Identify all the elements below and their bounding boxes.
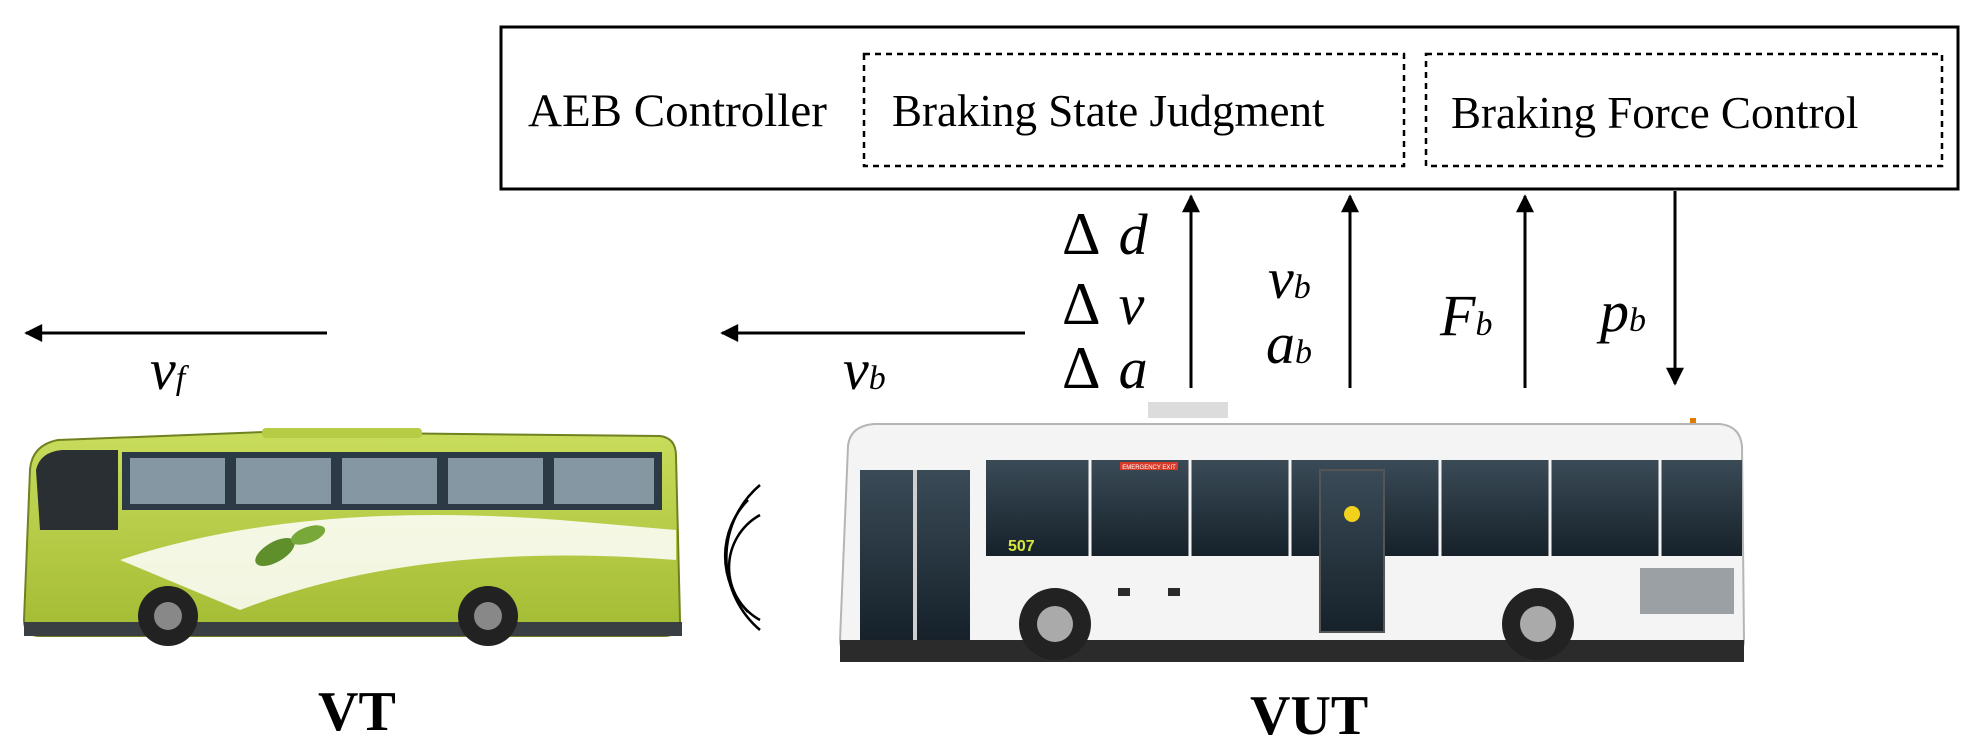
braking-state-judgment-box (862, 52, 1406, 168)
braking-force-control-box (1424, 52, 1944, 168)
pressure-var: p (1600, 279, 1629, 344)
target-bus-icon (22, 428, 682, 646)
ego-vehicle-label: VUT (1250, 685, 1369, 747)
force-sub: b (1475, 306, 1493, 343)
braking-force-label: Fb (1440, 282, 1492, 349)
braking-state-judgment-label: Braking State Judgment (892, 86, 1325, 136)
ego-velocity-motion-var: v (843, 337, 869, 402)
target-velocity-var: v (150, 337, 176, 402)
brake-pressure-label: pb (1600, 278, 1646, 345)
ego-velocity-input-label: vb (1268, 245, 1311, 312)
ego-bus-number: 507 (1008, 538, 1035, 555)
target-vehicle-label: VT (318, 681, 396, 743)
ego-bus-sign: EMERGENCY EXIT (1122, 465, 1176, 471)
delta-symbol: Δ (1062, 335, 1101, 401)
ego-bus-icon: EMERGENCY EXIT 507 (838, 402, 1746, 662)
delta-symbol: Δ (1062, 201, 1101, 267)
ego-accel-sub: b (1295, 334, 1312, 371)
ego-accel-var: a (1266, 311, 1295, 376)
pressure-sub: b (1629, 302, 1646, 339)
delta-d-var: d (1118, 202, 1148, 267)
aeb-controller-box (499, 25, 1960, 191)
target-velocity-label: vf (150, 336, 185, 403)
ego-velocity-motion-sub: b (868, 360, 886, 397)
delta-v-var: v (1118, 272, 1145, 337)
force-var: F (1440, 283, 1476, 348)
radar-signal-icon (723, 484, 761, 631)
ego-velocity-label: vb (843, 336, 886, 403)
aeb-controller-title: AEB Controller (528, 85, 827, 137)
ego-velocity-var: v (1268, 246, 1294, 311)
delta-symbol: Δ (1062, 271, 1101, 337)
braking-force-control-label: Braking Force Control (1451, 88, 1859, 138)
target-velocity-sub: f (175, 360, 186, 397)
delta-a-var: a (1118, 336, 1148, 401)
ego-velocity-sub: b (1293, 269, 1311, 306)
ego-accel-input-label: ab (1266, 310, 1312, 377)
